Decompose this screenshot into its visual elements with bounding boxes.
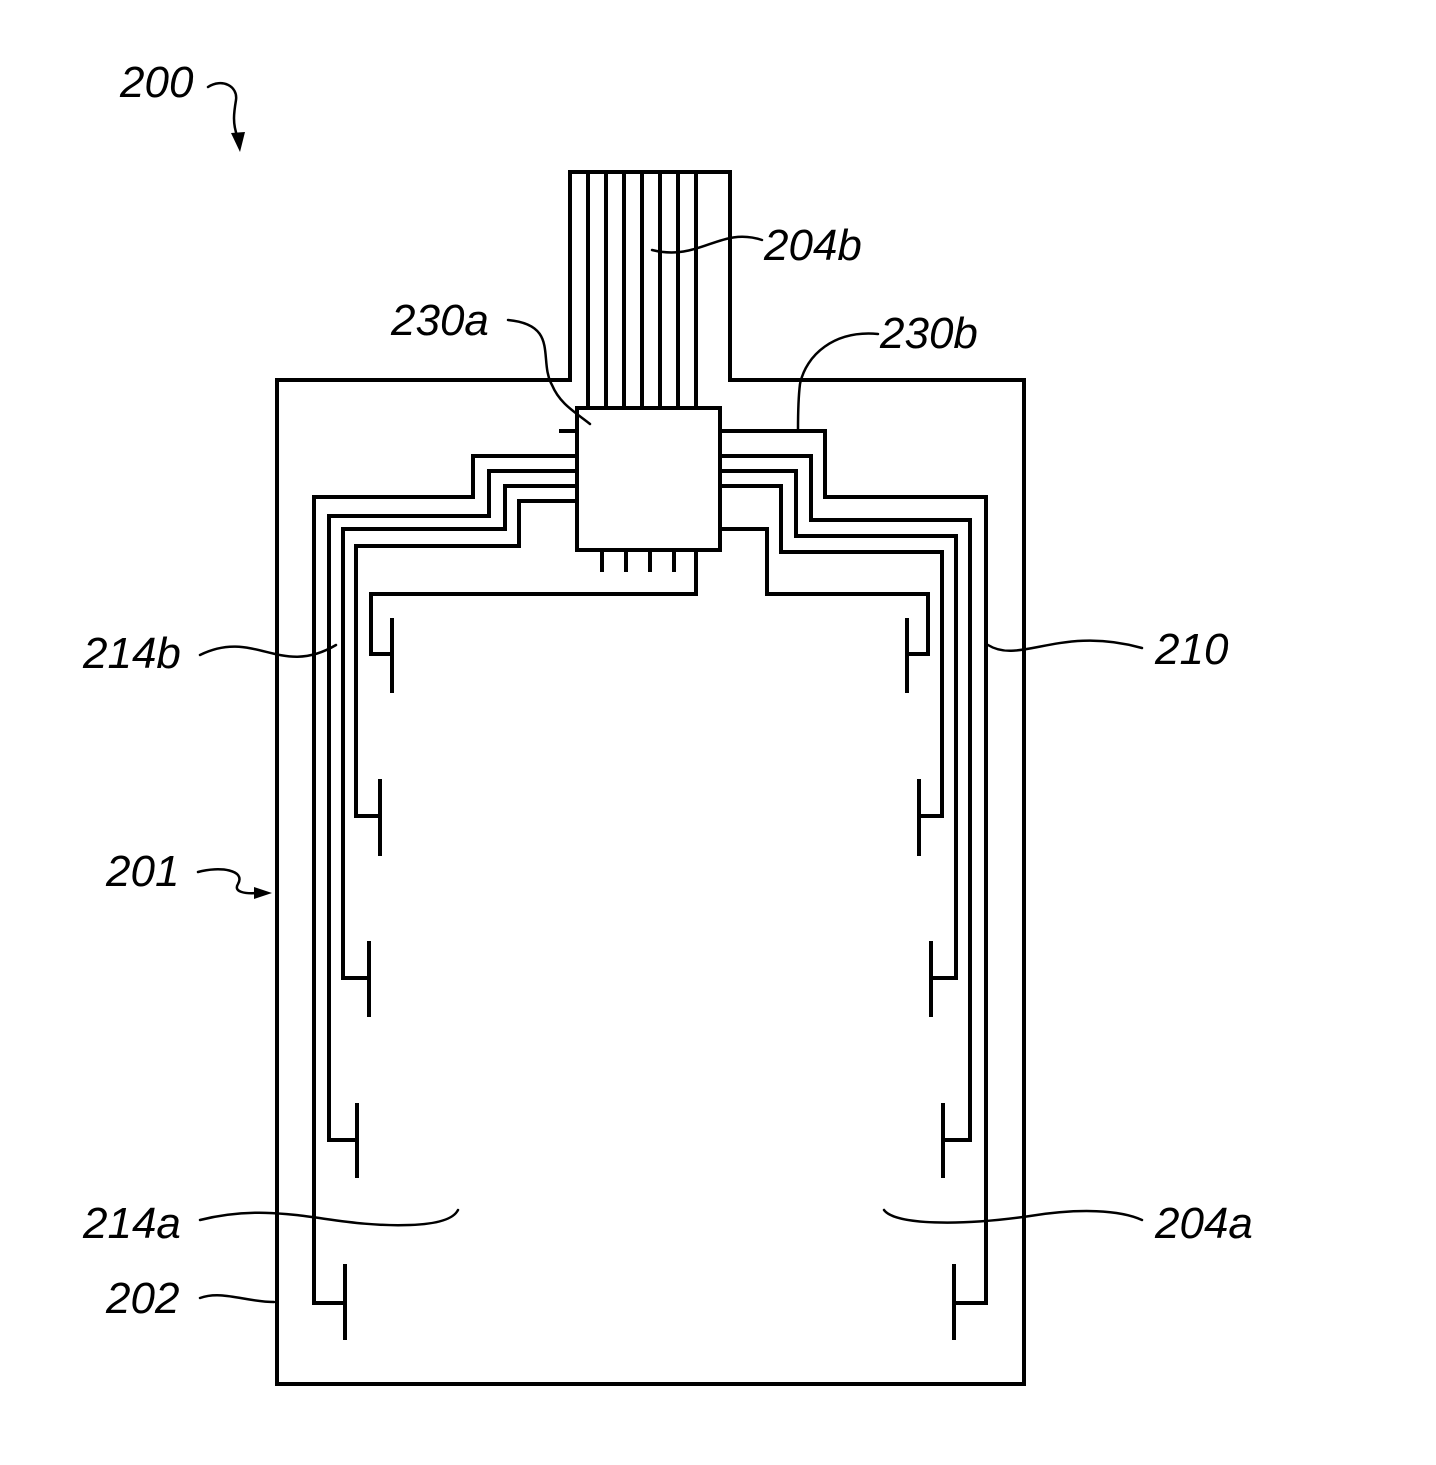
label-204b: 204b: [763, 221, 862, 270]
label-204a: 204a: [1154, 1199, 1253, 1248]
left-traces: [314, 456, 696, 1338]
label-202: 202: [105, 1274, 179, 1323]
label-200: 200: [119, 58, 194, 107]
label-201: 201: [105, 847, 179, 896]
right-traces: [720, 431, 986, 1338]
flex-traces: [588, 172, 696, 408]
label-210: 210: [1154, 625, 1229, 674]
leader-lines: [198, 83, 1142, 1302]
label-230b: 230b: [879, 309, 978, 358]
label-230a: 230a: [390, 296, 489, 345]
label-214b: 214b: [82, 629, 181, 678]
label-214a: 214a: [82, 1199, 181, 1248]
chip-bottom-pins: [602, 550, 674, 570]
controller-chip: [577, 408, 720, 550]
